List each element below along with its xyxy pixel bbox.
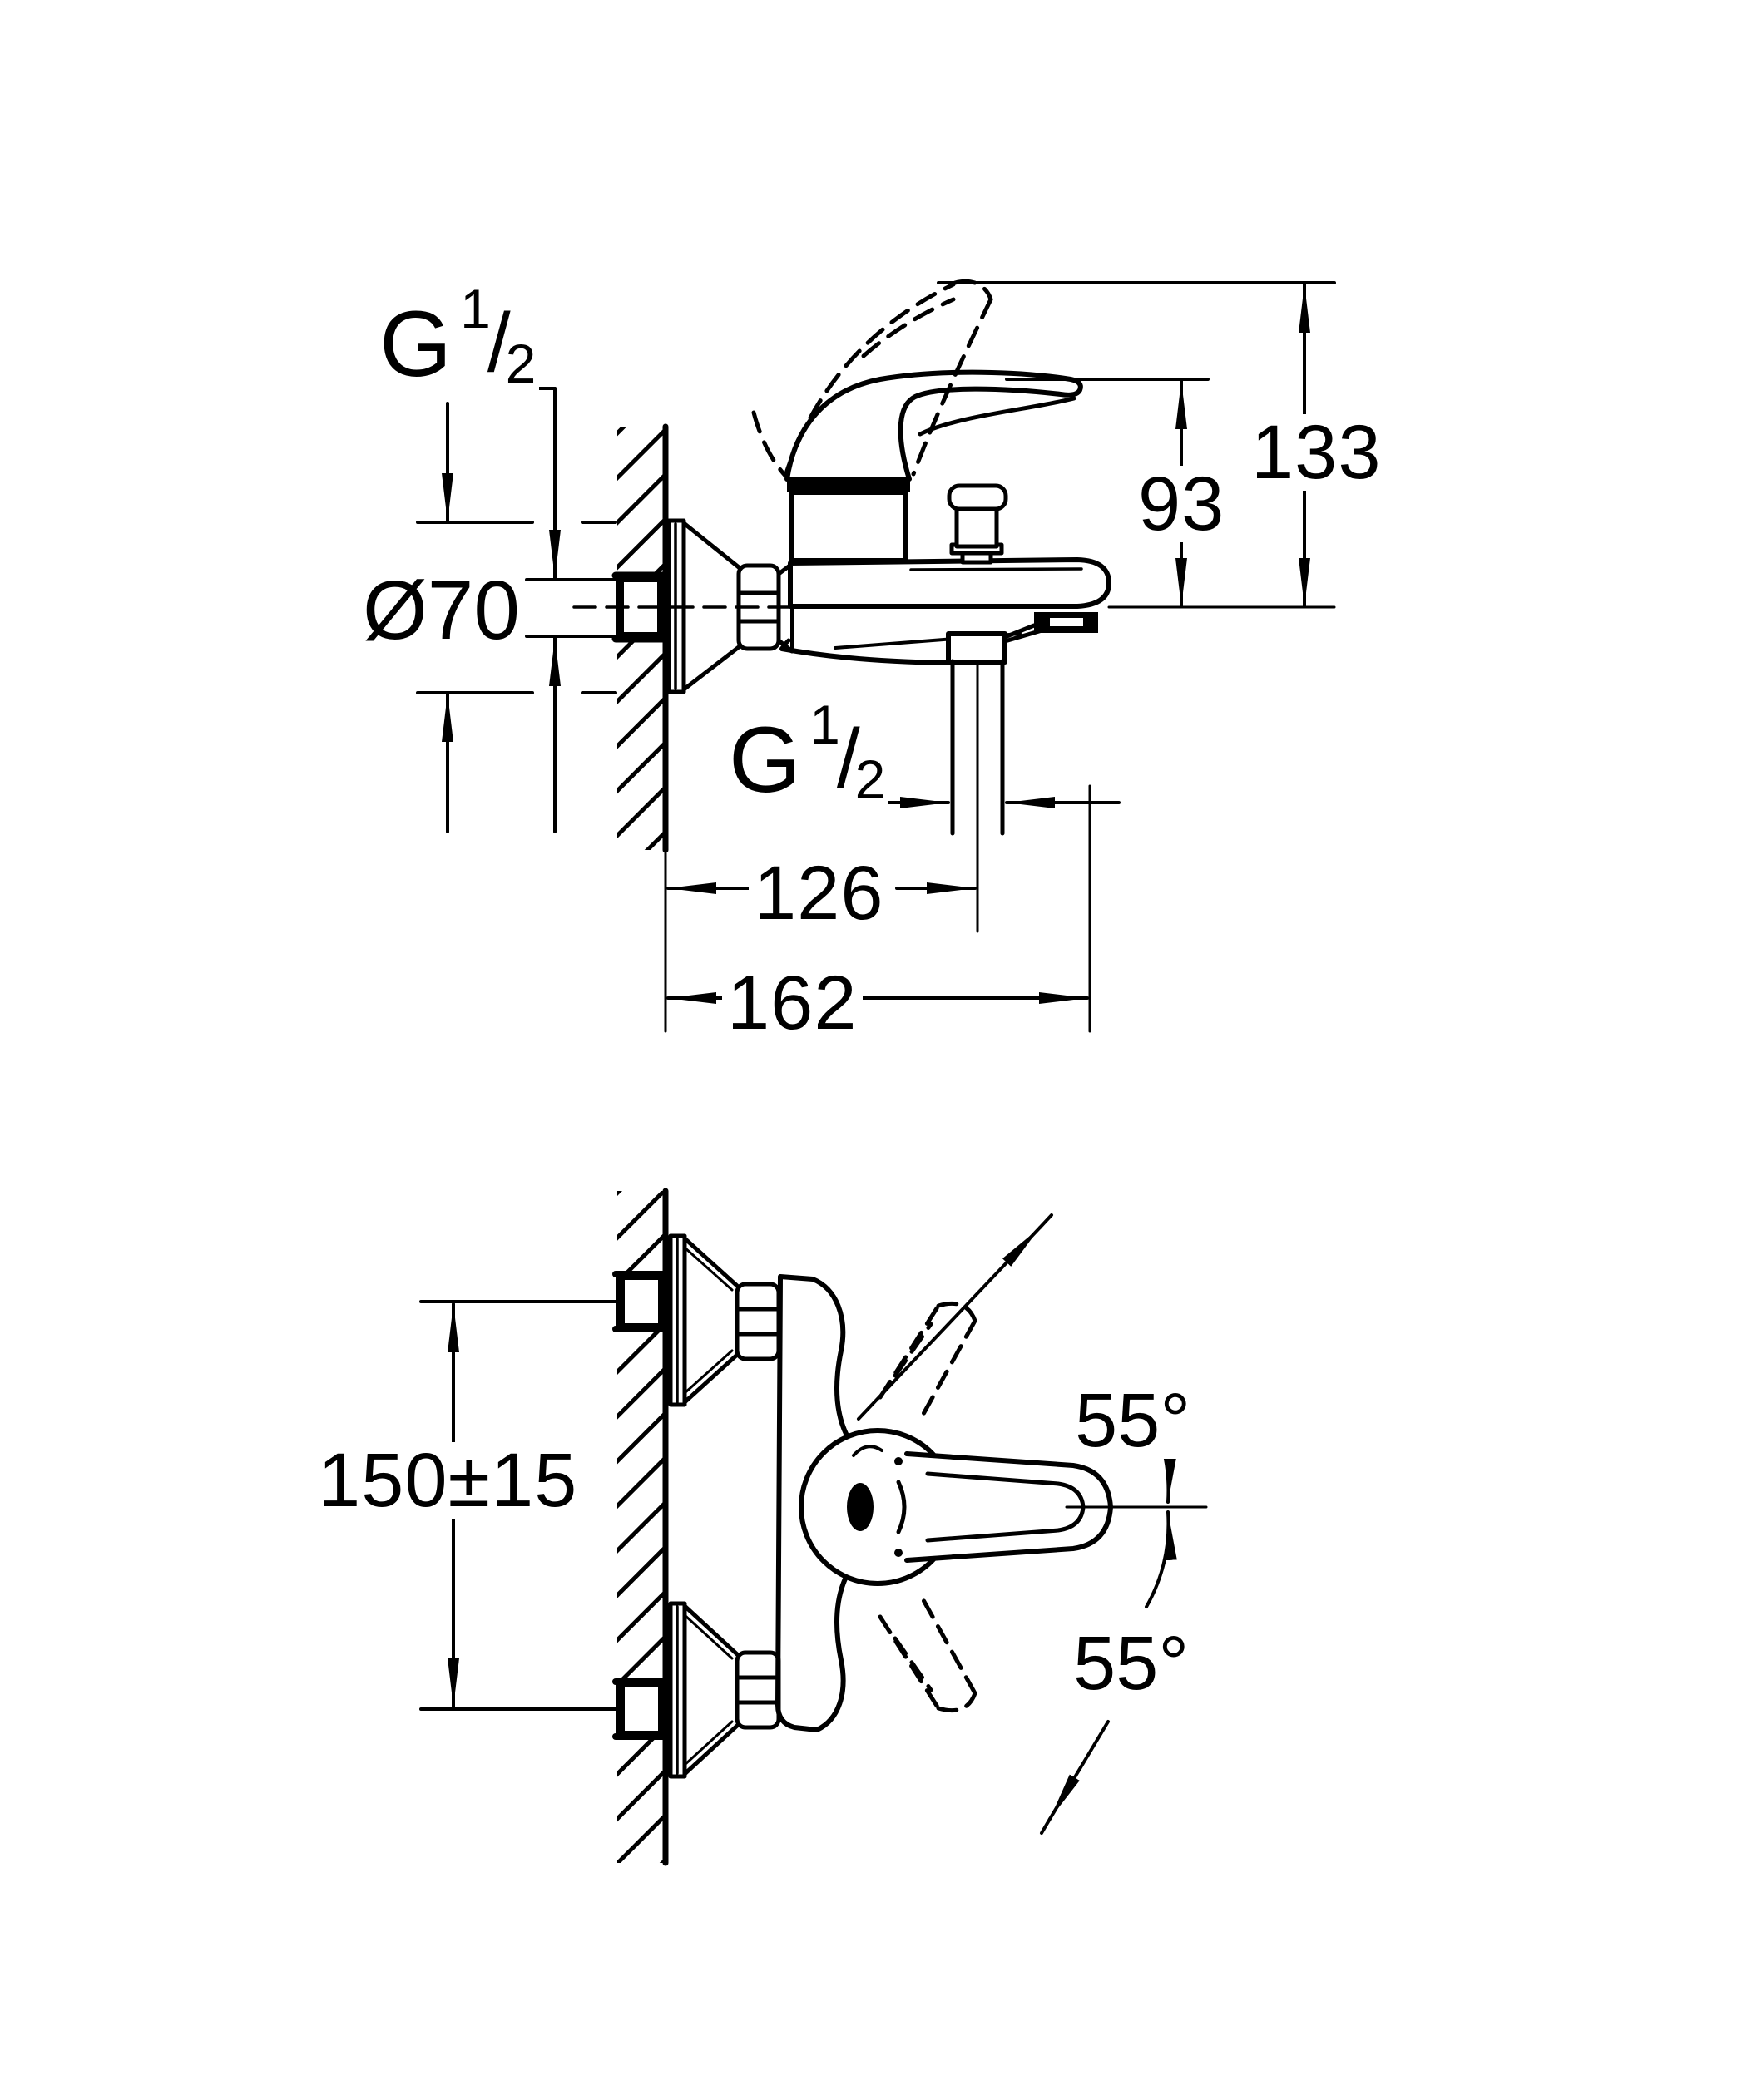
dim-label-150-15: 150±15 bbox=[313, 1442, 583, 1519]
dim-label-126: 126 bbox=[749, 855, 889, 931]
shower-outlet-pipe bbox=[950, 659, 1005, 933]
upper-connection-front bbox=[612, 1233, 781, 1407]
side-view bbox=[387, 279, 1336, 1033]
lever-handle-side bbox=[784, 369, 1083, 563]
dim-label-133: 133 bbox=[1246, 414, 1387, 491]
lever-handle-raised-dashed bbox=[751, 279, 993, 478]
dim-label-162: 162 bbox=[722, 965, 863, 1041]
dim-label-55-lower: 55° bbox=[1070, 1625, 1193, 1702]
lever-handle-front bbox=[847, 1451, 1113, 1563]
cartridge-cap bbox=[787, 479, 910, 492]
dome-indicator bbox=[847, 1483, 874, 1531]
dim-label-93: 93 bbox=[1133, 466, 1230, 542]
diverter-knob bbox=[947, 483, 1008, 565]
dimensions-front bbox=[419, 1213, 1208, 1835]
bath-spout-side bbox=[779, 612, 1098, 665]
front-view bbox=[419, 1188, 1208, 1866]
lever-swivel-dashed bbox=[878, 1301, 977, 1713]
faucet-body-side bbox=[788, 557, 1111, 609]
dim-label-escutcheon-diameter: Ø70 bbox=[363, 564, 521, 657]
dim-label-55-upper: 55° bbox=[1071, 1382, 1195, 1459]
